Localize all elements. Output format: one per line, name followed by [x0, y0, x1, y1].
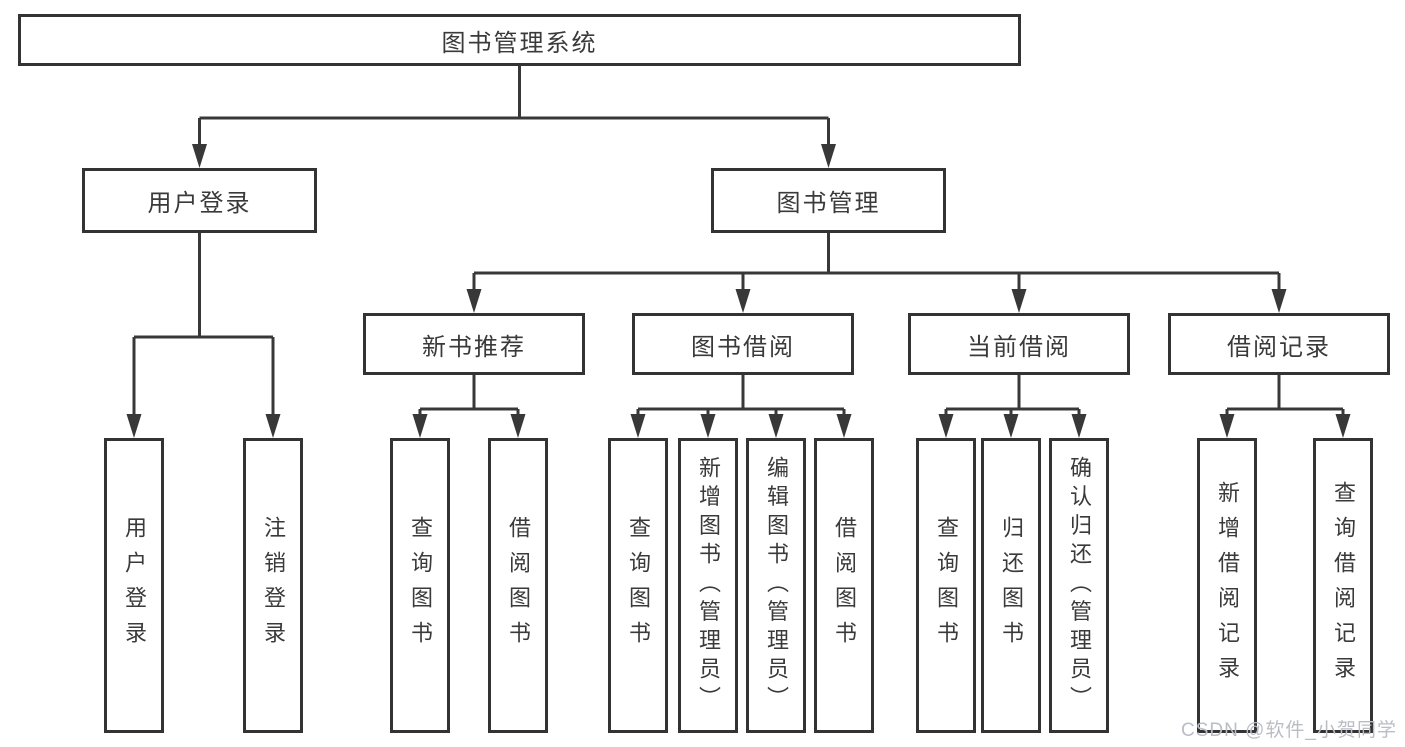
leaf-borrow-query-books: 查询图书 — [608, 438, 668, 733]
node-book-management: 图书管理 — [711, 168, 946, 233]
node-library-management-system: 图书管理系统 — [18, 14, 1021, 66]
leaf-borrow-borrow-books: 借阅图书 — [814, 438, 874, 733]
watermark: CSDN @软件_小贺同学 — [1181, 720, 1397, 741]
node-label: 查询图书 — [408, 515, 433, 656]
leaf-recommend-query-books: 查询图书 — [390, 438, 450, 733]
node-label: 图书管理 — [776, 190, 881, 217]
leaf-current-return-books: 归还图书 — [981, 438, 1041, 733]
leaf-borrow-add-books-admin: 新增图书（管理员） — [678, 438, 738, 733]
leaf-borrow-edit-books-admin: 编辑图书（管理员） — [746, 438, 806, 733]
node-label: 图书管理系统 — [441, 29, 598, 57]
node-label: 新增借阅记录 — [1215, 480, 1240, 691]
node-label: 借阅记录 — [1227, 333, 1331, 361]
node-borrow-records: 借阅记录 — [1168, 313, 1390, 375]
node-label: 用户登录 — [147, 190, 252, 217]
node-label: 图书借阅 — [691, 333, 795, 361]
node-user-login: 用户登录 — [82, 168, 317, 233]
leaf-add-borrow-record: 新增借阅记录 — [1197, 438, 1257, 733]
node-label: 新书推荐 — [422, 333, 526, 361]
node-label: 查询借阅记录 — [1331, 480, 1356, 691]
node-label: 查询图书 — [934, 515, 959, 656]
leaf-current-query-books: 查询图书 — [916, 438, 976, 733]
leaf-current-confirm-return-admin: 确认归还（管理员） — [1049, 438, 1109, 733]
node-label: 新增图书（管理员） — [696, 456, 721, 715]
node-book-borrow: 图书借阅 — [632, 313, 854, 375]
node-label: 当前借阅 — [967, 333, 1071, 361]
node-label: 借阅图书 — [832, 515, 857, 656]
node-label: 确认归还（管理员） — [1067, 456, 1092, 715]
node-label: 归还图书 — [999, 515, 1024, 656]
node-label: 查询图书 — [626, 515, 651, 656]
node-new-book-recommend: 新书推荐 — [363, 313, 585, 375]
node-label: 注销登录 — [261, 515, 286, 656]
leaf-query-borrow-record: 查询借阅记录 — [1313, 438, 1373, 733]
node-label: 编辑图书（管理员） — [764, 456, 789, 715]
node-current-borrow: 当前借阅 — [908, 313, 1130, 375]
node-label: 借阅图书 — [506, 515, 531, 656]
leaf-logout: 注销登录 — [243, 438, 303, 733]
leaf-recommend-borrow-books: 借阅图书 — [488, 438, 548, 733]
node-label: 用户登录 — [122, 515, 147, 656]
leaf-user-login: 用户登录 — [104, 438, 164, 733]
